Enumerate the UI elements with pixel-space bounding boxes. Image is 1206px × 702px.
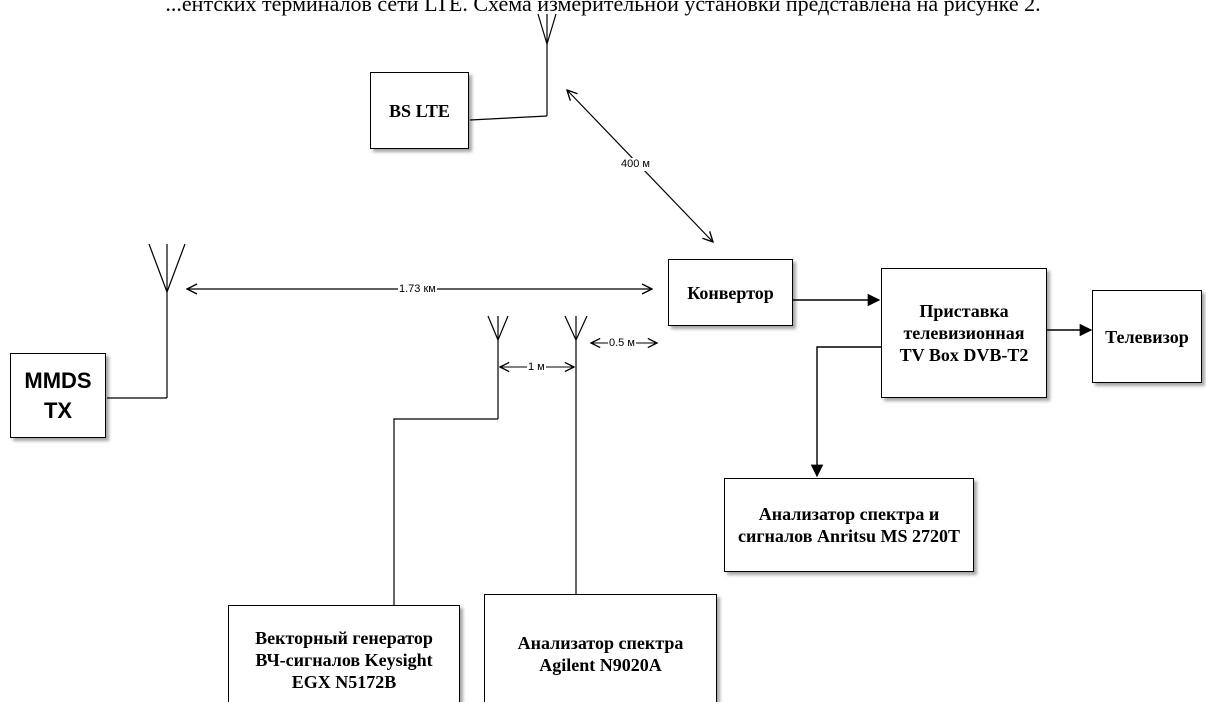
distance-label-1m: 1 м — [527, 361, 546, 374]
bs-lte-label: BS LTE — [389, 100, 450, 121]
bs-lte-feed-line — [469, 115, 548, 121]
generator-feed-line — [393, 418, 498, 605]
bs-lte-block: BS LTE — [370, 72, 469, 149]
keysight-generator-label: Векторный генератор ВЧ-сигналов Keysight… — [255, 628, 433, 692]
tv-box-label: Приставка телевизионная TV Box DVB-T2 — [899, 301, 1029, 365]
header-text: ...ентских терминалов сети LTE. Схема из… — [165, 0, 1041, 16]
agilent-analyzer-block: Анализатор спектра Agilent N9020A — [484, 594, 717, 702]
mmds-tx-block: MMDS TX — [10, 353, 106, 438]
keysight-generator-block: Векторный генератор ВЧ-сигналов Keysight… — [228, 605, 460, 702]
tv-block: Телевизор — [1092, 290, 1202, 383]
tv-label: Телевизор — [1105, 326, 1189, 347]
distance-label-1-73km: 1.73 км — [398, 283, 437, 296]
distance-label-400m: 400 м — [620, 158, 651, 171]
bs-lte-antenna-icon — [537, 13, 557, 116]
tvbox-to-anritsu-arrow — [810, 346, 881, 478]
anritsu-analyzer-label: Анализатор спектра и сигналов Anritsu MS… — [738, 504, 960, 546]
converter-label: Конвертор — [687, 282, 774, 303]
distance-label-0-5m: 0.5 м — [608, 337, 636, 350]
converter-block: Конвертор — [668, 259, 793, 326]
mmds-antenna-icon — [148, 243, 186, 398]
agilent-analyzer-label: Анализатор спектра Agilent N9020A — [517, 633, 684, 675]
anritsu-analyzer-block: Анализатор спектра и сигналов Anritsu MS… — [724, 478, 974, 572]
analyzer-antenna-icon — [564, 315, 588, 600]
generator-antenna-icon — [487, 315, 509, 419]
tv-box-block: Приставка телевизионная TV Box DVB-T2 — [881, 268, 1047, 398]
mmds-tx-label: MMDS TX — [24, 367, 92, 423]
